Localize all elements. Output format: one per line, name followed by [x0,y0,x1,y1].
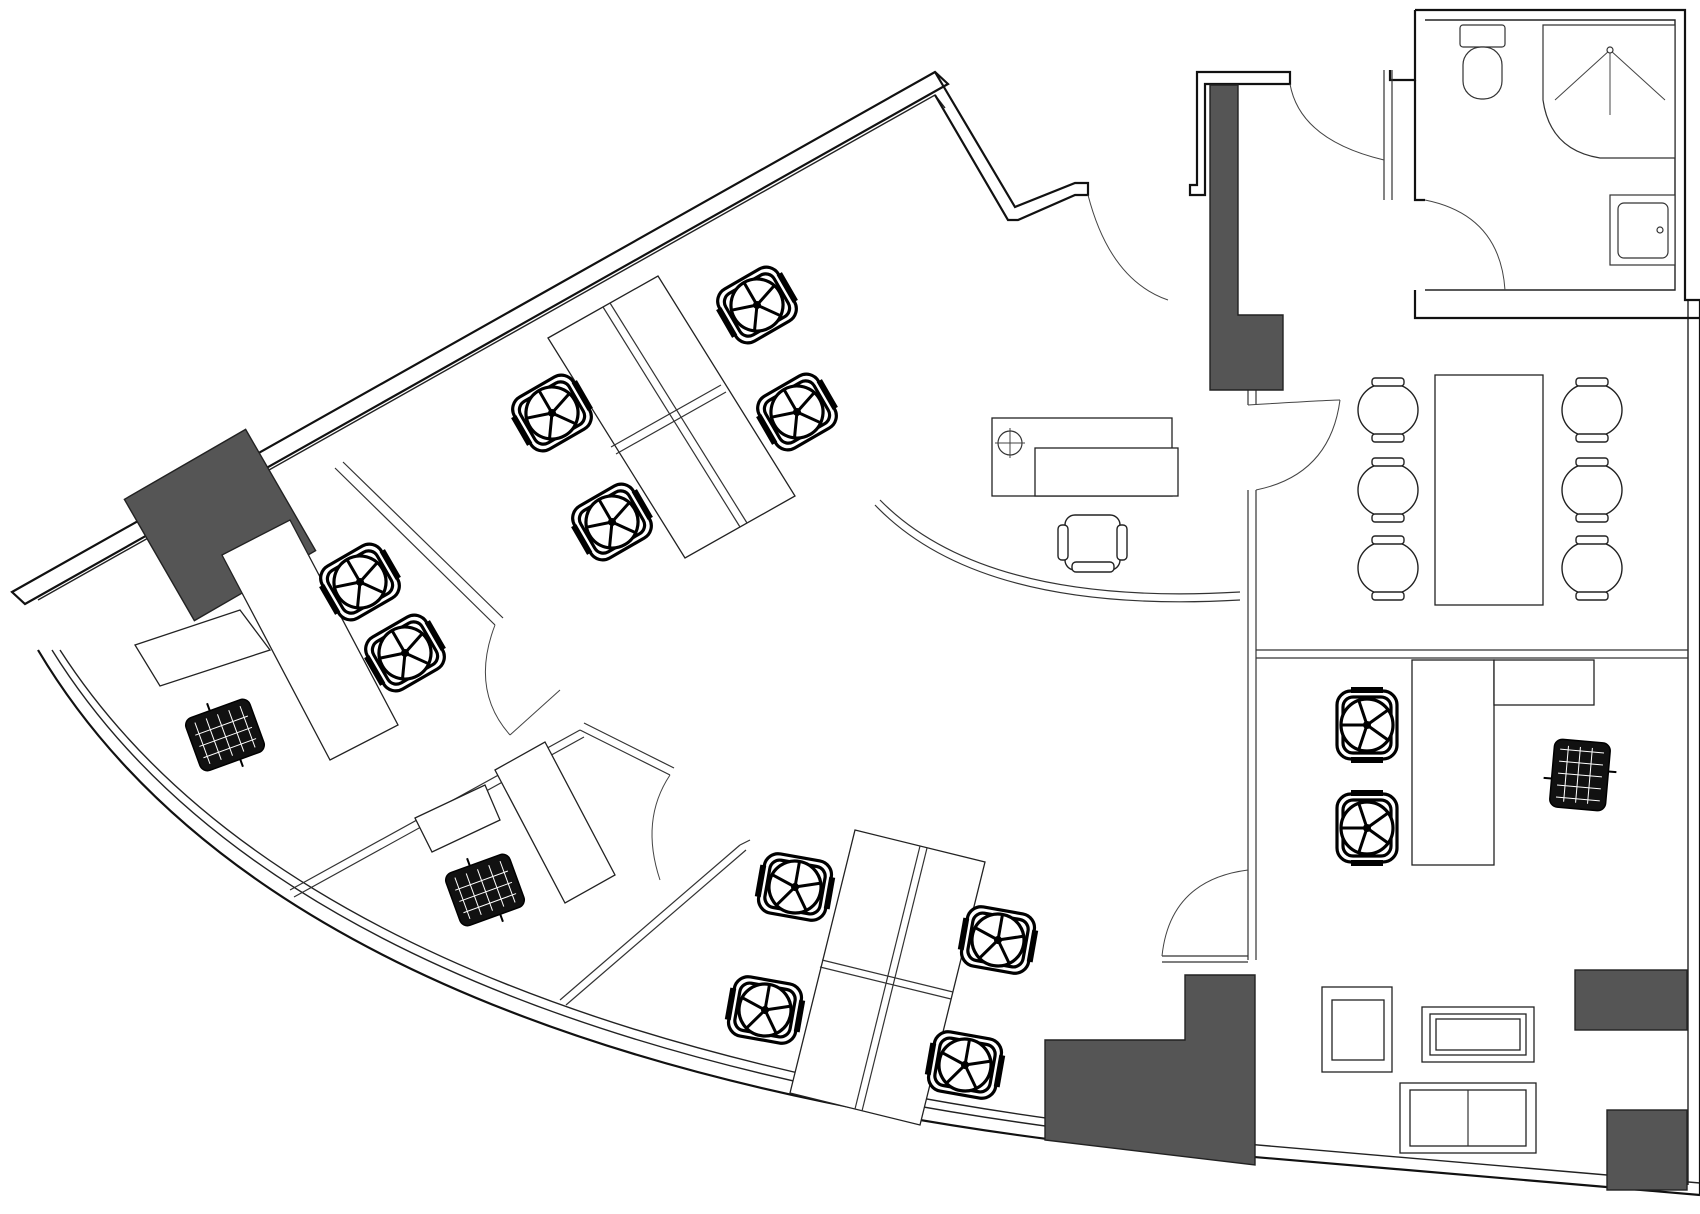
office-desk-1 [134,519,399,761]
furniture [134,24,1676,1154]
armchair [1321,986,1393,1073]
lounge-desk [1411,659,1595,866]
meeting-chair-icon [1561,377,1623,443]
meeting-chair-icon [1561,457,1623,523]
swivel-chair-icon [953,902,1043,978]
swivel-chair-icon [750,849,840,925]
executive-chair-icon [439,843,531,937]
swivel-chair-icon [1335,685,1399,765]
swivel-chair-icon [920,1027,1010,1103]
exterior-walls [10,8,1700,1197]
reception-desk [991,417,1179,497]
coffee-table [1421,1006,1535,1063]
executive-chair-icon [1540,736,1620,814]
swivel-chair-icon [747,365,847,459]
toilet-icon [1459,24,1506,100]
meeting-chair-icon [1357,457,1419,523]
office-desk-2 [414,741,616,904]
swivel-chair-icon [1335,788,1399,868]
reception-chair [1057,514,1128,573]
doors [484,83,1506,957]
swivel-chair-icon [720,972,810,1048]
executive-chair-icon [179,688,271,782]
meeting-chair-icon [1561,535,1623,601]
workstation-cluster-top [547,275,796,559]
meeting-chair-icon [1357,377,1419,443]
shower-icon [1542,24,1676,159]
meeting-table [1434,374,1544,606]
meeting-chair-icon [1357,535,1419,601]
sofa [1399,1082,1537,1154]
swivel-chair-icon [707,258,807,352]
sink-icon [1609,194,1676,266]
